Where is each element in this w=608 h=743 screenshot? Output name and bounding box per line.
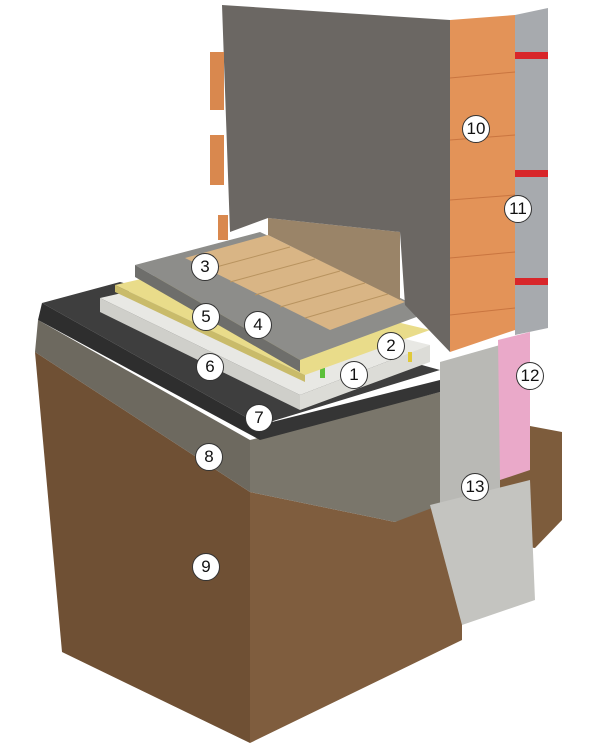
callout-2: 2 (377, 332, 405, 360)
callout-8: 8 (195, 443, 223, 471)
wood-floor (185, 235, 405, 330)
soil-front-face (250, 492, 462, 743)
interior-wall (222, 5, 450, 352)
side-brick (210, 135, 224, 185)
callout-11: 11 (504, 195, 532, 223)
callout-10: 10 (462, 115, 490, 143)
footing-column (440, 345, 500, 505)
callout-5: 5 (192, 303, 220, 331)
red-strip (515, 170, 548, 177)
red-strip (515, 52, 548, 59)
gravel-layer-right (250, 392, 440, 522)
callout-7: 7 (245, 404, 273, 432)
soil-left-face (35, 352, 250, 743)
membrane-front (38, 303, 260, 440)
yellow-layer-front (115, 285, 305, 382)
callout-13: 13 (461, 473, 489, 501)
insulation-front (100, 298, 300, 410)
yellow-marker (408, 352, 412, 362)
red-strip (515, 278, 548, 285)
callout-9: 9 (192, 553, 220, 581)
green-marker (320, 368, 325, 378)
callout-12: 12 (516, 362, 544, 390)
callout-1: 1 (340, 361, 368, 389)
brick-wall (450, 15, 515, 352)
footing-base (430, 480, 535, 625)
callout-6: 6 (196, 353, 224, 381)
pink-insulation (498, 332, 530, 480)
side-brick (210, 52, 224, 110)
wood-floor-joints (204, 246, 389, 319)
side-brick (218, 215, 228, 240)
callout-4: 4 (244, 311, 272, 339)
wall-tiles (268, 218, 400, 300)
membrane-right (260, 380, 440, 440)
callout-3: 3 (191, 253, 219, 281)
